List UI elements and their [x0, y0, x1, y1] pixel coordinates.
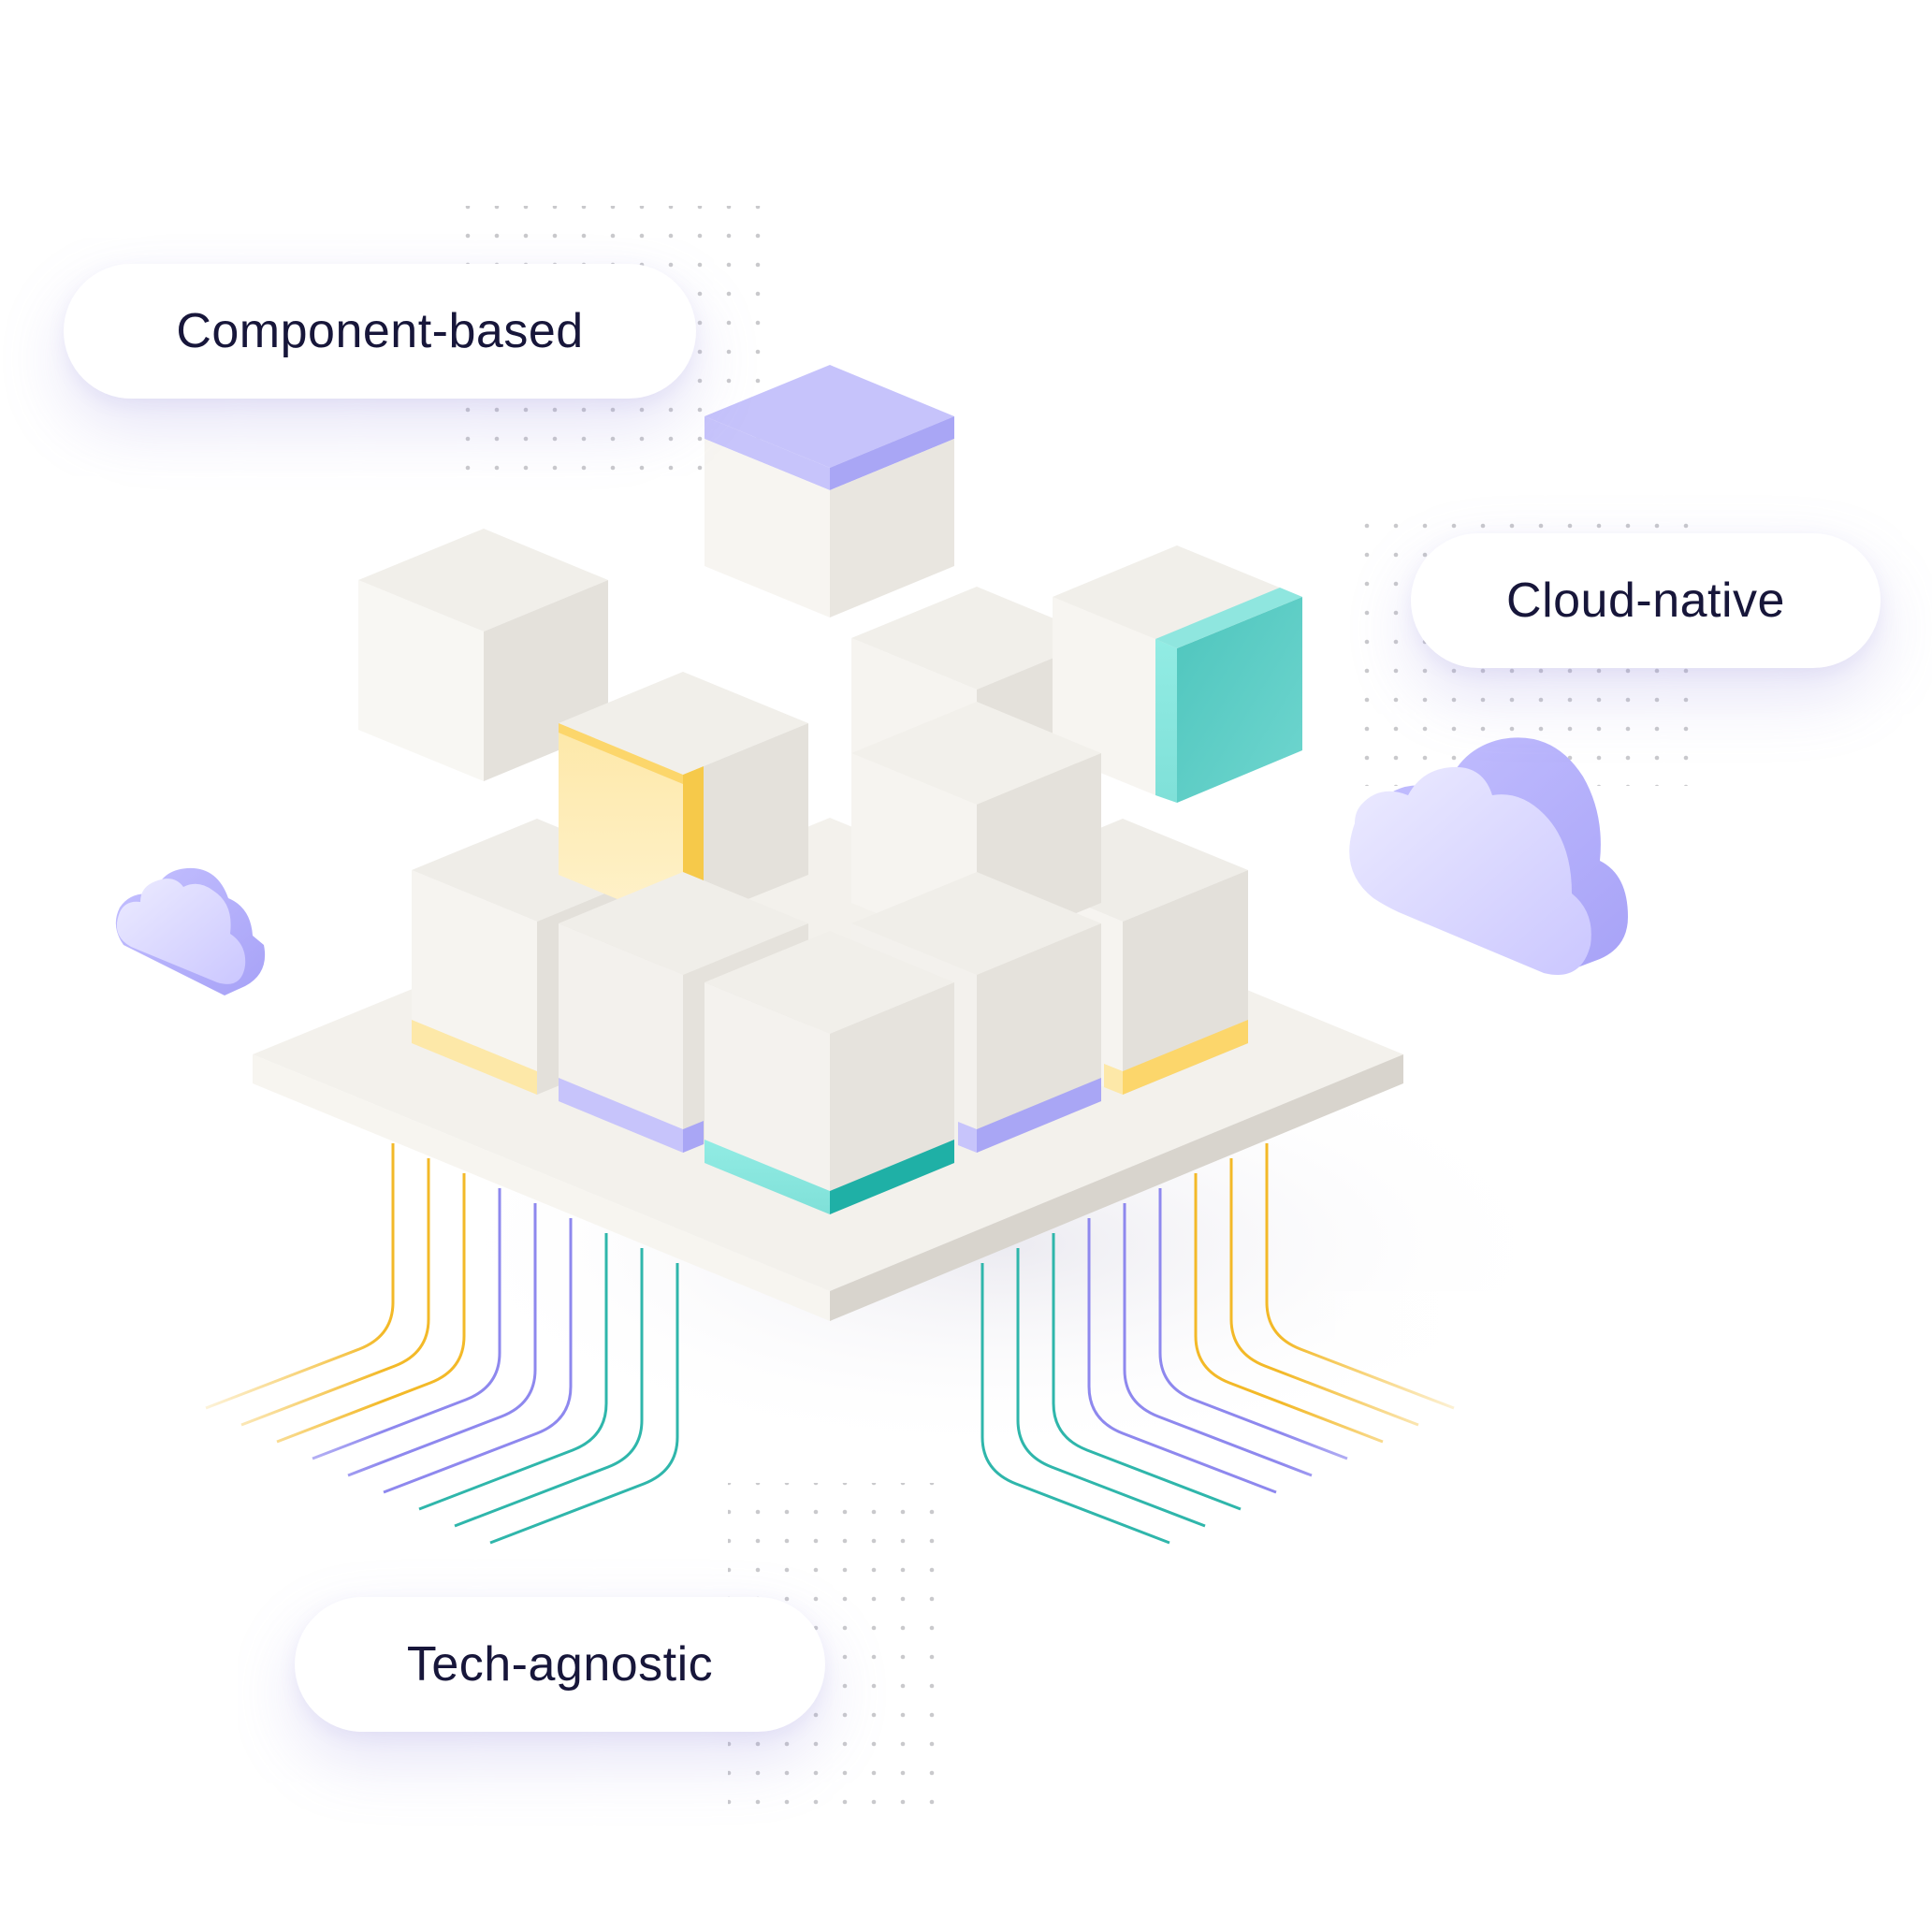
- label-tech-agnostic-text: Tech-agnostic: [406, 1637, 714, 1692]
- label-component-based-text: Component-based: [176, 304, 584, 358]
- label-cloud-native: Cloud-native: [1411, 533, 1881, 668]
- cloud-icon: [1349, 737, 1628, 975]
- cube-teal: [1053, 545, 1302, 803]
- cube-purple-top: [705, 365, 954, 617]
- cloud-icon: [115, 867, 266, 995]
- label-cloud-native-text: Cloud-native: [1506, 574, 1785, 628]
- cube-front-teal-base: [705, 931, 954, 1214]
- label-tech-agnostic: Tech-agnostic: [295, 1597, 825, 1732]
- label-component-based: Component-based: [64, 264, 696, 399]
